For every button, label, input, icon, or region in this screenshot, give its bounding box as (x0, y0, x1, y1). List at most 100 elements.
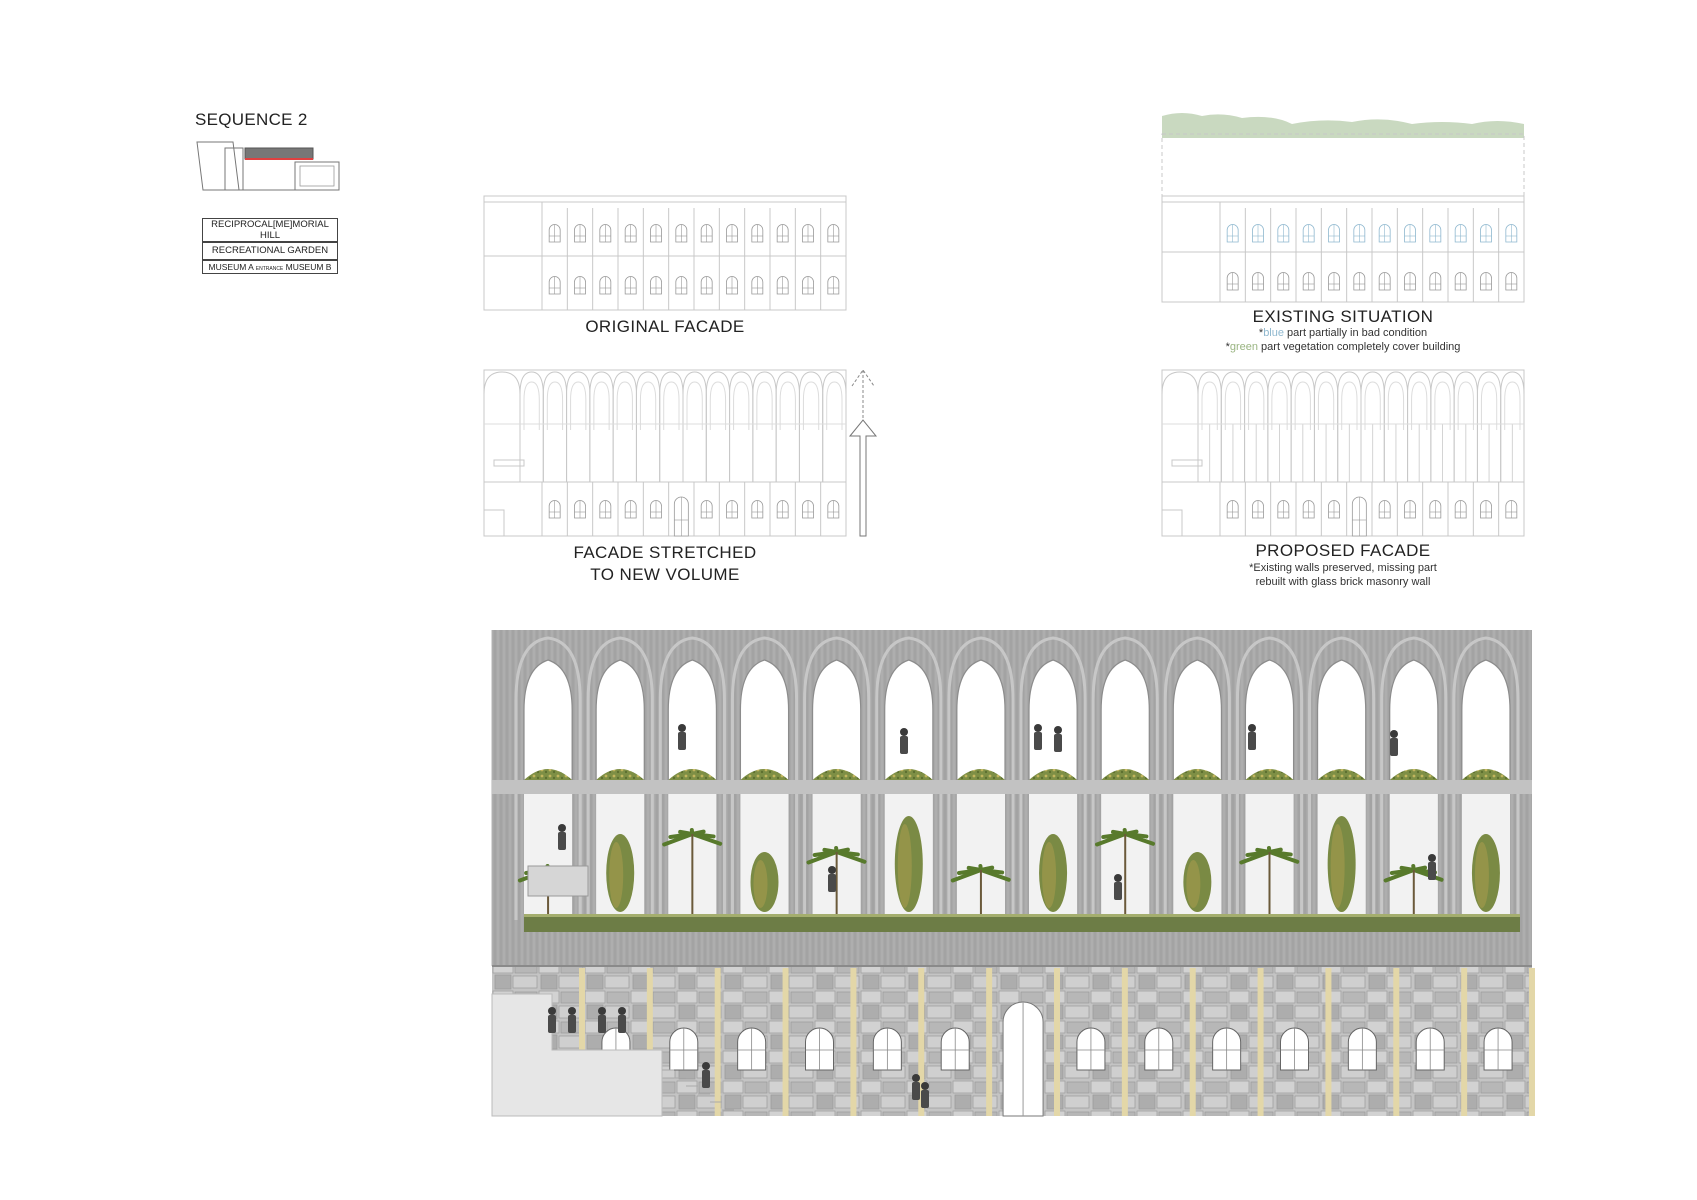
sequence-key: RECIPROCAL[ME]MORIAL HILL RECREATIONAL G… (202, 218, 338, 280)
inner-arch (1504, 381, 1521, 430)
person-body (828, 874, 836, 892)
person-body (618, 1015, 626, 1033)
arch (1290, 371, 1315, 482)
window (700, 224, 713, 243)
person-body (1054, 734, 1062, 752)
roof-garden (524, 769, 573, 780)
stair (484, 509, 505, 536)
arch (822, 371, 847, 482)
arch (1407, 371, 1432, 482)
window (827, 276, 840, 295)
window (650, 276, 662, 295)
arch (1337, 371, 1362, 482)
person-body (1114, 882, 1122, 900)
arch-edge (884, 659, 934, 780)
window (599, 500, 612, 519)
window (1378, 272, 1391, 291)
person-body (568, 1015, 576, 1033)
arch-rib (875, 636, 943, 920)
facade-outline (1161, 195, 1525, 303)
arch-rib (1019, 636, 1087, 920)
window (1353, 272, 1366, 291)
stone-pilaster (1461, 968, 1468, 1116)
window (574, 224, 586, 243)
roof-garden (1389, 769, 1438, 780)
person-body (558, 832, 566, 850)
arch (519, 371, 544, 482)
inner-arch (802, 381, 820, 430)
arch (589, 371, 614, 482)
window (599, 224, 612, 243)
window (1226, 500, 1239, 519)
sequence-title: SEQUENCE 2 (195, 110, 308, 129)
window (1404, 224, 1416, 243)
arch-edge (1316, 659, 1367, 780)
stone-pilaster (1393, 968, 1400, 1116)
facade-outline (1161, 369, 1525, 537)
stone-pilaster (986, 968, 993, 1116)
inner-arch (1224, 381, 1242, 430)
arch (566, 371, 591, 482)
proposed-note-line2: rebuilt with glass brick masonry wall (1255, 576, 1431, 588)
person-head (828, 866, 836, 874)
window (1480, 224, 1492, 243)
arch-opening (1029, 660, 1078, 780)
window (1404, 272, 1416, 291)
person-head (1428, 854, 1436, 862)
inner-arch (1317, 381, 1335, 430)
arch (1197, 371, 1222, 482)
person-body (1248, 732, 1256, 750)
arch-opening (1245, 660, 1294, 780)
person-head (921, 1082, 929, 1090)
person-body (702, 1070, 710, 1088)
inner-arch (1294, 381, 1311, 430)
stretched-facade-drawing (483, 369, 847, 537)
window (548, 276, 561, 295)
roof-garden (812, 769, 861, 780)
window (1252, 224, 1264, 243)
stone-pilaster (1121, 968, 1128, 1116)
inner-arch (1271, 381, 1288, 430)
stone-pilaster (646, 968, 653, 1116)
arch-opening (1317, 660, 1366, 780)
arch-rib (1380, 636, 1448, 920)
window (1302, 500, 1315, 519)
arch (752, 371, 777, 482)
window (675, 224, 688, 243)
stone-pilaster (1529, 968, 1535, 1116)
balcony (527, 865, 589, 897)
person-body (678, 732, 686, 750)
arch-rib (514, 636, 582, 920)
arch-opening (812, 660, 861, 780)
window (1480, 272, 1492, 291)
arch-edge (1389, 659, 1439, 780)
person-body (598, 1015, 606, 1033)
window (1353, 224, 1366, 243)
arch-rib (1308, 636, 1376, 920)
roof-garden (1245, 769, 1294, 780)
arch (1267, 371, 1292, 482)
person-body (912, 1082, 920, 1100)
arch-rib (1235, 636, 1304, 920)
vegetation-zone-outline (1161, 133, 1525, 197)
inner-arch (1387, 381, 1405, 430)
person-head (900, 728, 908, 736)
window (751, 276, 764, 295)
original-facade-drawing (483, 195, 847, 311)
terrace-slab (492, 780, 1532, 794)
arch (729, 371, 754, 482)
balcony (1171, 459, 1203, 467)
person-head (548, 1007, 556, 1015)
person-head (558, 824, 566, 832)
inner-arch (1341, 381, 1358, 430)
arch-rib (1091, 636, 1159, 920)
arch (1313, 371, 1339, 482)
arch (1244, 371, 1269, 482)
roof-garden (1317, 769, 1366, 780)
window (1378, 500, 1391, 519)
window (776, 276, 789, 295)
stone-pilaster (1325, 968, 1332, 1116)
sequence-site-plan (196, 141, 340, 191)
stone-pilaster (579, 968, 585, 1116)
arch-rib (803, 636, 871, 920)
